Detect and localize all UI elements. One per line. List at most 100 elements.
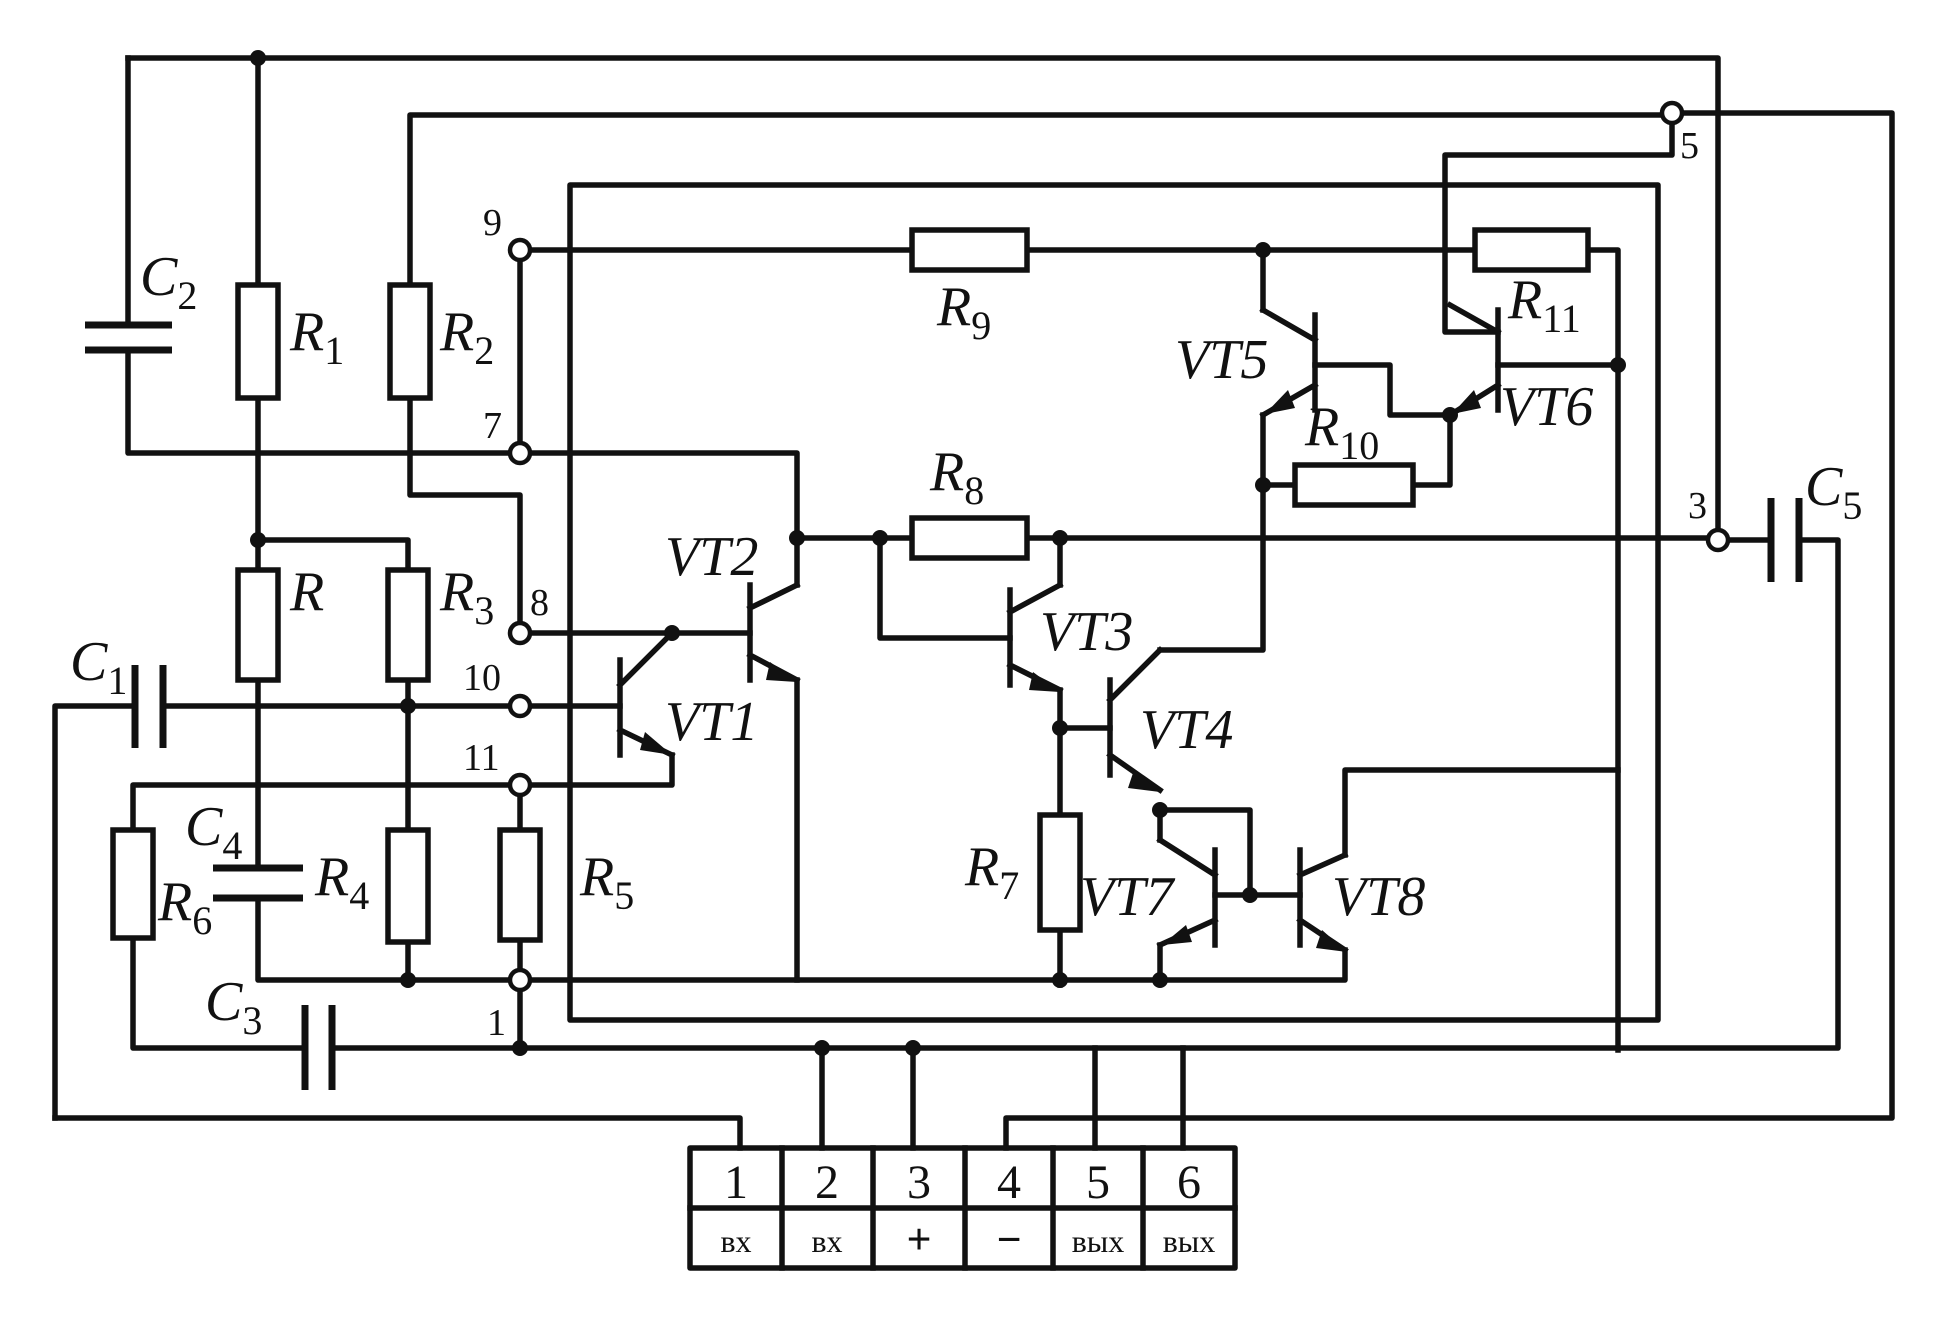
- pin-label: 5: [1680, 125, 1699, 167]
- junction-dot: [400, 972, 416, 988]
- label-c1: C1: [70, 631, 127, 703]
- resistor-r1: [235, 282, 281, 401]
- wiring: [52, 55, 1895, 1151]
- pin-10-terminal: [507, 693, 533, 719]
- wire-vt4-collector: [1157, 412, 1266, 653]
- label-r3: R3: [439, 561, 494, 633]
- label-r4: R4: [314, 846, 369, 918]
- terminal-block-dividers: [687, 1145, 1238, 1271]
- label-r1: R1: [289, 301, 344, 373]
- terminal-3-label: +: [906, 1215, 931, 1264]
- wire-ground-inner: [517, 942, 1348, 983]
- label-vt6: VT6: [1500, 376, 1593, 438]
- junction-dot: [1442, 407, 1458, 423]
- transistors: [616, 301, 1502, 954]
- resistor-r8: [909, 515, 1030, 561]
- transistor-vt7: [1156, 836, 1219, 949]
- label-vt5: VT5: [1175, 329, 1268, 391]
- label-r11: R11: [1507, 269, 1581, 341]
- label-vt3: VT3: [1040, 601, 1133, 663]
- vt3-emitter-arrow: [1029, 672, 1060, 692]
- junction-dot: [905, 1040, 921, 1056]
- terminal-1-label: вх: [720, 1223, 751, 1259]
- terminal-3-number: 3: [907, 1156, 931, 1209]
- capacitors: [85, 321, 1803, 1090]
- pin-5-terminal: [1659, 100, 1685, 126]
- transistor-vt6: [1446, 301, 1502, 419]
- transistor-vt8: [1296, 847, 1349, 954]
- vt1-emitter-arrow: [640, 732, 672, 755]
- terminal-6-number: 6: [1177, 1156, 1201, 1209]
- chip-pins: 9 7 8 10 11 1 5 3: [463, 100, 1731, 1044]
- resistor-r: [235, 567, 281, 683]
- label-r10: R10: [1304, 396, 1379, 468]
- junction-dot: [1152, 972, 1168, 988]
- label-r5: R5: [579, 846, 634, 918]
- vt6-emitter-arrow: [1452, 390, 1481, 414]
- pin-11-terminal: [507, 772, 533, 798]
- pin-1-terminal: [507, 967, 533, 993]
- junction-dot: [400, 698, 416, 714]
- pin-9-terminal: [507, 237, 533, 263]
- junction-dot: [872, 530, 888, 546]
- wire-vt8-collector: [1342, 767, 1621, 858]
- pin-label: 1: [487, 1002, 506, 1044]
- label-r6: R6: [157, 871, 212, 943]
- wire-left-loop: [52, 1115, 743, 1151]
- wire-r9-r11: [527, 247, 1621, 1053]
- capacitor-c5: [1767, 498, 1803, 582]
- resistor-r10: [1292, 462, 1416, 508]
- wire-top-rail: [125, 55, 1721, 538]
- label-vt4: VT4: [1140, 699, 1233, 761]
- junction-dot: [664, 625, 680, 641]
- wire-output-loop: [1003, 110, 1895, 1151]
- wire-r2: [407, 112, 1675, 623]
- junction-dot: [1052, 530, 1068, 546]
- junction-dot: [1610, 357, 1626, 373]
- ic-boundary: [567, 182, 1661, 1023]
- transistor-vt3: [1006, 581, 1064, 694]
- pin-8-terminal: [507, 620, 533, 646]
- vt4-emitter-arrow: [1128, 770, 1160, 792]
- junction-dot: [250, 50, 266, 66]
- pin-3-terminal: [1705, 527, 1731, 553]
- terminal-block: 1 2 3 4 5 6 вх вх + − вых вых: [687, 1145, 1238, 1271]
- terminal-4-label: −: [996, 1215, 1021, 1264]
- wire-r1-r-chain: [255, 55, 411, 871]
- wire-vt1-emitter: [527, 752, 675, 788]
- label-c2: C2: [140, 246, 197, 318]
- pin-label: 10: [463, 657, 501, 699]
- vt5-emitter-arrow: [1265, 390, 1295, 414]
- resistor-r2: [387, 282, 433, 401]
- pin-7-terminal: [507, 440, 533, 466]
- resistor-r9: [909, 227, 1030, 273]
- label-c3: C3: [205, 971, 262, 1043]
- wire-bottom-rail: [517, 537, 1841, 1051]
- junction-dot: [1052, 972, 1068, 988]
- junction-dot: [814, 1040, 830, 1056]
- junction-dot: [512, 1040, 528, 1056]
- wire-r6-c3: [130, 782, 523, 1051]
- wire-c2: [125, 55, 518, 456]
- resistor-r11: [1472, 227, 1591, 273]
- junction-dot: [1255, 242, 1271, 258]
- terminal-6-label: вых: [1163, 1223, 1216, 1259]
- terminal-2-number: 2: [815, 1156, 839, 1209]
- label-r2: R2: [439, 301, 494, 373]
- label-r7: R7: [964, 836, 1019, 908]
- resistor-r6: [110, 827, 156, 941]
- terminal-5-label: вых: [1072, 1223, 1125, 1259]
- resistor-r3: [385, 567, 431, 683]
- capacitor-c1: [131, 665, 167, 748]
- vt2-emitter-arrow: [766, 662, 797, 682]
- resistors: [110, 227, 1591, 945]
- terminal-4-number: 4: [997, 1156, 1021, 1209]
- pin-label: 11: [463, 737, 500, 779]
- label-vt8: VT8: [1332, 866, 1425, 928]
- wire-t5-t6: [1092, 1045, 1186, 1151]
- capacitor-c3: [301, 1005, 336, 1090]
- label-r: R: [289, 561, 324, 623]
- transistor-vt1: [616, 629, 676, 759]
- label-vt7: VT7: [1080, 866, 1175, 928]
